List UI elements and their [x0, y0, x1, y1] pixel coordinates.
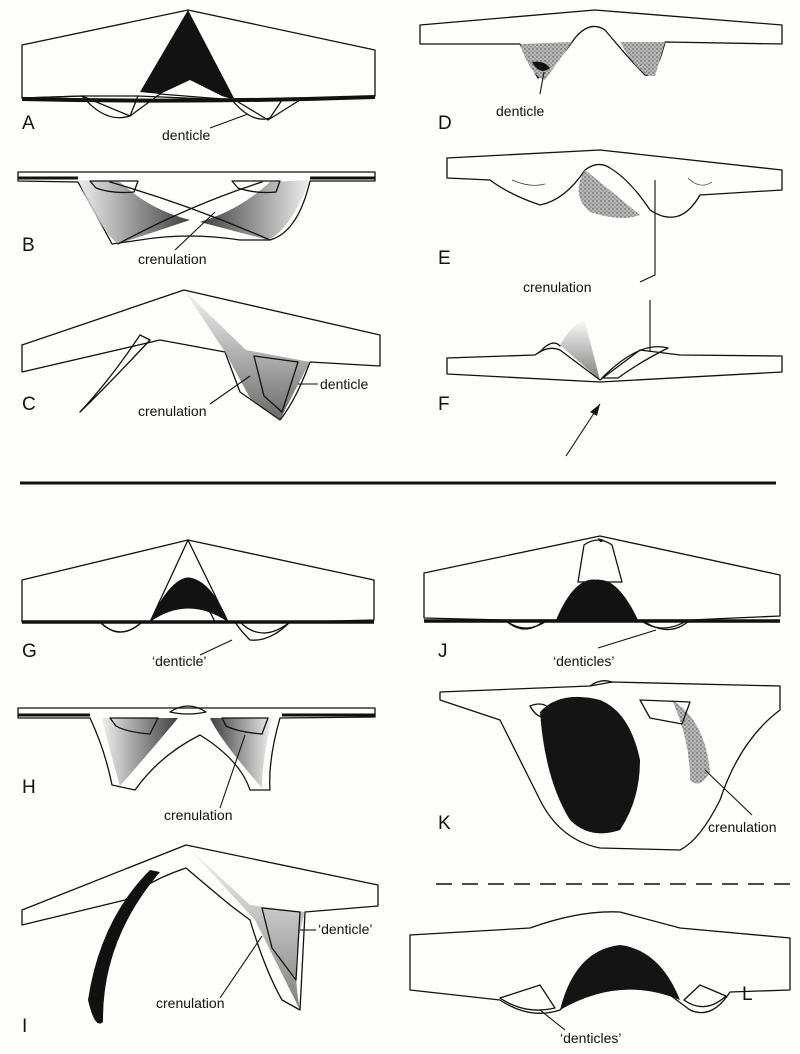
- panel-f-letter: F: [438, 394, 450, 415]
- panel-k-label-crenulation: crenulation: [708, 819, 777, 835]
- panel-i-label-denticle: ‘denticle’: [318, 921, 372, 937]
- panel-k-letter: K: [438, 813, 451, 834]
- panel-e-drawing: [447, 150, 782, 282]
- panel-j-letter: J: [438, 641, 448, 662]
- panel-h-drawing: [18, 706, 375, 808]
- panel-d-letter: D: [438, 113, 452, 134]
- panel-b-letter: B: [22, 235, 35, 256]
- panel-l-letter: L: [742, 984, 753, 1005]
- panel-d-drawing: [420, 10, 782, 94]
- panel-g-drawing: [22, 540, 374, 655]
- panel-f-drawing: [447, 300, 782, 456]
- panel-l-drawing: [410, 912, 790, 1030]
- panel-c-label-crenulation: crenulation: [138, 403, 207, 419]
- panel-g-label-denticle: ‘denticle’: [152, 653, 206, 669]
- panel-a-drawing: [22, 10, 375, 128]
- panel-h-label-crenulation: crenulation: [164, 807, 233, 823]
- panel-e-letter: E: [438, 248, 451, 269]
- panel-l-label-denticles: ‘denticles’: [560, 1030, 621, 1046]
- panel-g-letter: G: [22, 641, 37, 662]
- panel-a-letter: A: [22, 113, 35, 134]
- panel-c-label-denticle: denticle: [320, 376, 368, 392]
- panel-b-label-crenulation: crenulation: [138, 251, 207, 267]
- panel-c-letter: C: [22, 394, 36, 415]
- panel-e-label-crenulation: crenulation: [523, 279, 592, 295]
- panel-i-label-crenulation: crenulation: [156, 995, 225, 1011]
- panel-j-drawing: [424, 536, 780, 648]
- panel-j-label-denticles: ‘denticles’: [553, 653, 614, 669]
- panel-i-letter: I: [22, 1016, 27, 1037]
- panel-a-label-denticle: denticle: [162, 127, 210, 143]
- panel-b-drawing: [18, 172, 375, 250]
- panel-h-letter: H: [22, 777, 36, 798]
- panel-d-label-denticle: denticle: [496, 103, 544, 119]
- panel-c-drawing: [22, 290, 380, 420]
